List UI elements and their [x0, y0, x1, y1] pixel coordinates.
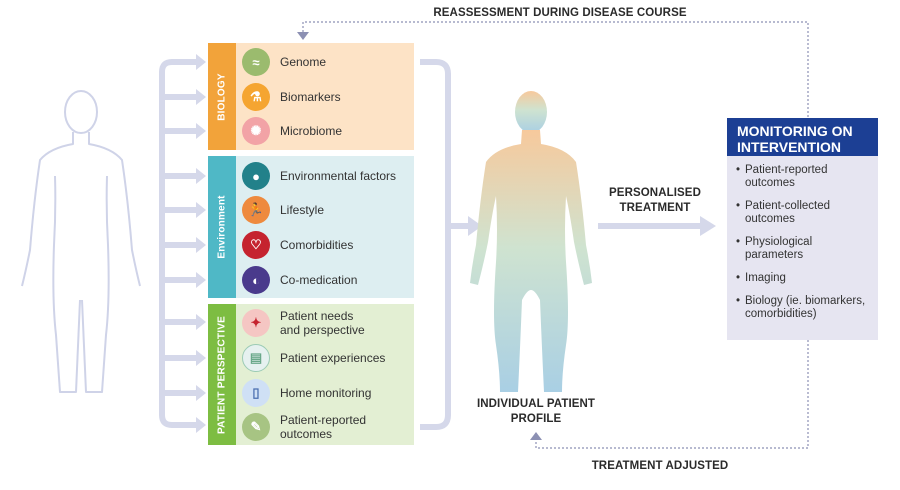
reassessment-label: REASSESSMENT DURING DISEASE COURSE — [433, 7, 687, 19]
treatment-adjusted-label: TREATMENT ADJUSTED — [591, 460, 729, 472]
item-label: Comorbidities — [280, 238, 354, 252]
environment-panel: Environment ● Environmental factors 🏃 Li… — [208, 156, 414, 298]
input-fan-arrowheads — [196, 54, 206, 433]
biology-title: BIOLOGY — [216, 72, 228, 121]
list-item: ♡ Comorbidities — [242, 231, 353, 259]
list-item: ✺ Microbiome — [242, 117, 342, 145]
merge-bracket — [420, 59, 470, 430]
patient-perspective-panel: PATIENT PERSPECTIVE ✦ Patient needs and … — [208, 304, 414, 445]
item-label: Home monitoring — [280, 386, 372, 400]
list-item: ≈ Genome — [242, 48, 326, 76]
item-label: Co-medication — [280, 273, 358, 287]
notepad-icon: ✎ — [242, 413, 270, 441]
list-item: ● Environmental factors — [242, 162, 396, 190]
item-label: Lifestyle — [280, 203, 325, 217]
clipboard-icon: ▤ — [242, 344, 270, 372]
list-item: ◐ Co-medication — [242, 266, 357, 294]
item-label: Biomarkers — [280, 90, 341, 104]
stethoscope-icon: ♡ — [242, 231, 270, 259]
item-label: Patient needs and perspective — [280, 309, 365, 337]
environment-strip: Environment — [208, 156, 236, 298]
monitoring-list: Patient-reported outcomes Patient-collec… — [727, 156, 878, 321]
list-item: ▯ Home monitoring — [242, 379, 371, 407]
list-item: ⚗ Biomarkers — [242, 83, 341, 111]
item-label: Patient-reported outcomes — [280, 413, 367, 441]
person-needs-icon: ✦ — [242, 309, 270, 337]
monitoring-item: Imaging — [736, 272, 872, 285]
biology-strip: BIOLOGY — [208, 43, 236, 150]
monitoring-panel: Patient-reported outcomes Patient-collec… — [727, 156, 878, 340]
input-fan-arrows — [159, 59, 198, 428]
monitoring-item: Biology (ie. biomarkers, comorbidities) — [736, 295, 872, 321]
human-profile-figure — [470, 91, 592, 392]
item-label: Patient experiences — [280, 351, 386, 365]
patient-perspective-strip: PATIENT PERSPECTIVE — [208, 304, 236, 445]
monitoring-title: MONITORING ON INTERVENTION — [727, 118, 878, 156]
item-label: Genome — [280, 55, 327, 69]
list-item: ▤ Patient experiences — [242, 344, 385, 372]
dna-icon: ≈ — [242, 48, 270, 76]
biology-panel: BIOLOGY ≈ Genome ⚗ Biomarkers ✺ Microbio… — [208, 43, 414, 150]
smartphone-icon: ▯ — [242, 379, 270, 407]
feedback-loop — [302, 21, 809, 449]
monitoring-item: Patient-reported outcomes — [736, 164, 872, 190]
list-item: ✎ Patient-reported outcomes — [242, 413, 366, 441]
treatment-arrowhead — [700, 216, 716, 236]
list-item: 🏃 Lifestyle — [242, 196, 324, 224]
location-pin-icon: ● — [242, 162, 270, 190]
item-label: Microbiome — [280, 124, 343, 138]
human-outline-left — [21, 90, 141, 393]
patient-perspective-title: PATIENT PERSPECTIVE — [216, 315, 228, 434]
monitoring-item: Patient-collected outcomes — [736, 200, 872, 226]
bacteria-icon: ✺ — [242, 117, 270, 145]
test-tube-icon: ⚗ — [242, 83, 270, 111]
loop-arrow-top — [297, 32, 309, 40]
monitoring-item: Physiological parameters — [736, 236, 872, 262]
environment-title: Environment — [216, 195, 228, 259]
personalised-treatment-label: PERSONALISED TREATMENT — [609, 187, 701, 214]
loop-arrow-bottom — [530, 432, 542, 440]
item-label: Environmental factors — [280, 169, 397, 183]
merge-arrowhead — [468, 216, 482, 236]
list-item: ✦ Patient needs and perspective — [242, 309, 365, 337]
individual-patient-profile-label: INDIVIDUAL PATIENT PROFILE — [476, 398, 596, 425]
running-person-icon: 🏃 — [242, 196, 270, 224]
pills-icon: ◐ — [242, 266, 270, 294]
